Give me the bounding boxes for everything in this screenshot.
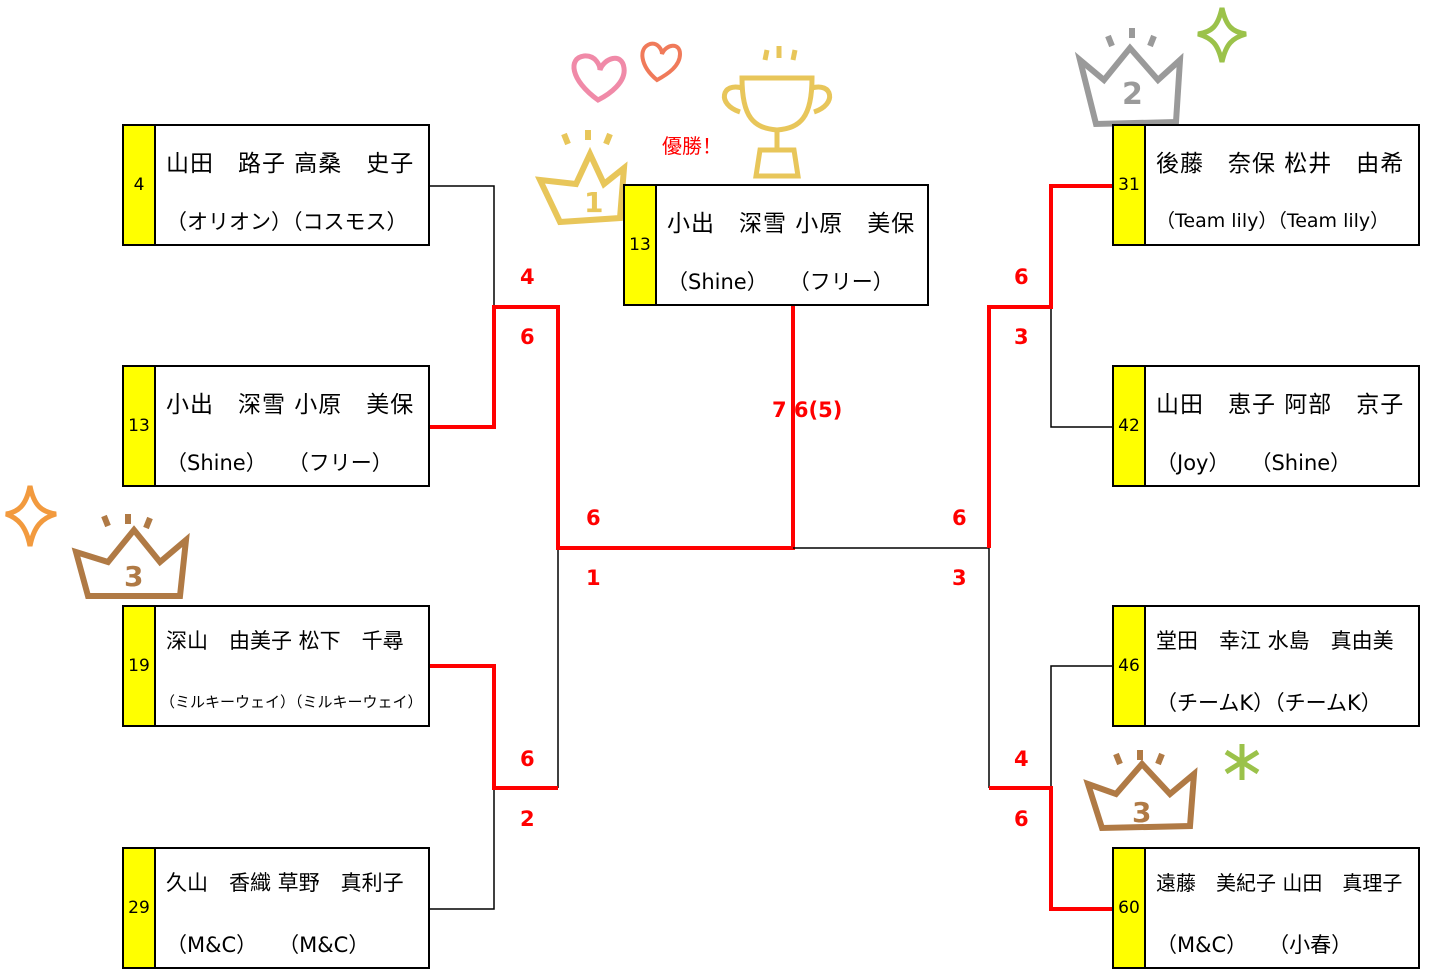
score-sf1-bottom: 1 xyxy=(586,566,601,590)
team-players: 久山 香織 草野 真利子 xyxy=(166,871,404,895)
seed-number: 19 xyxy=(124,607,156,725)
team-players: 遠藤 美紀子 山田 真理子 xyxy=(1156,871,1403,895)
team-clubs: （ミルキーウェイ）（ミルキーウェイ） xyxy=(160,693,423,711)
score-qf3-top: 6 xyxy=(1014,265,1029,289)
score-qf2-top: 6 xyxy=(520,747,535,771)
team-clubs: （Joy） （Shine） xyxy=(1156,451,1352,475)
team-card-4: 4 山田 路子 高桑 史子 （オリオン）（コスモス） xyxy=(122,124,430,246)
team-clubs: （Shine） （フリー） xyxy=(166,451,393,475)
seed-number: 13 xyxy=(124,367,156,485)
seed-number: 60 xyxy=(1114,849,1146,967)
team-players: 後藤 奈保 松井 由希 xyxy=(1156,151,1405,177)
trophy-icon xyxy=(721,46,833,179)
team-card-31: 31 後藤 奈保 松井 由希 （Team lily）（Team lily） xyxy=(1112,124,1420,246)
line-team13 xyxy=(428,305,795,550)
crown-third-icon xyxy=(1083,750,1198,832)
seed-number: 29 xyxy=(124,849,156,967)
score-qf1-bottom: 6 xyxy=(520,325,535,349)
team-players: 山田 恵子 阿部 京子 xyxy=(1156,392,1405,418)
seed-number: 42 xyxy=(1114,367,1146,485)
score-sf2-top: 6 xyxy=(952,506,967,530)
team-players: 小出 深雪 小原 美保 xyxy=(166,392,415,418)
score-qf2-bottom: 2 xyxy=(520,807,535,831)
team-card-46: 46 堂田 幸江 水島 真由美 （チームK）（チームK） xyxy=(1112,605,1420,727)
crown-first-icon xyxy=(534,130,628,226)
seed-number: 31 xyxy=(1114,126,1146,244)
crown-third-number: 3 xyxy=(124,560,143,593)
line-team31 xyxy=(987,184,1114,548)
team-players: 小出 深雪 小原 美保 xyxy=(667,211,916,237)
team-card-19: 19 深山 由美子 松下 千尋 （ミルキーウェイ）（ミルキーウェイ） xyxy=(122,605,430,727)
line-team19 xyxy=(428,664,558,790)
seed-number: 46 xyxy=(1114,607,1146,725)
team-card-29: 29 久山 香織 草野 真利子 （M&C） （M&C） xyxy=(122,847,430,969)
team-clubs: （チームK）（チームK） xyxy=(1156,691,1382,715)
crown-first-number: 1 xyxy=(584,186,603,219)
team-card-60: 60 遠藤 美紀子 山田 真理子 （M&C） （小春） xyxy=(1112,847,1420,969)
line-team46 xyxy=(1050,665,1114,788)
line-team60 xyxy=(989,786,1114,911)
team-clubs: （M&C） （M&C） xyxy=(166,933,370,957)
heart-icon xyxy=(640,41,683,83)
crown-second-number: 2 xyxy=(1122,77,1143,112)
score-sf1-top: 6 xyxy=(586,506,601,530)
score-qf1-top: 4 xyxy=(520,265,535,289)
team-clubs: （Shine） （フリー） xyxy=(667,270,894,294)
crown-second-icon xyxy=(1074,28,1184,128)
score-qf3-bottom: 3 xyxy=(1014,325,1029,349)
score-sf2-bottom: 3 xyxy=(952,566,967,590)
team-players: 深山 由美子 松下 千尋 xyxy=(166,629,404,653)
champion-card: 13 小出 深雪 小原 美保 （Shine） （フリー） xyxy=(623,184,929,306)
champion-caption: 優勝！ xyxy=(662,134,722,158)
score-qf4-top: 4 xyxy=(1014,747,1029,771)
seed-number: 4 xyxy=(124,126,156,244)
crown-third-icon xyxy=(71,514,190,599)
team-players: 山田 路子 高桑 史子 xyxy=(166,151,415,177)
team-players: 堂田 幸江 水島 真由美 xyxy=(1156,629,1394,653)
team-card-42: 42 山田 恵子 阿部 京子 （Joy） （Shine） xyxy=(1112,365,1420,487)
line-team4 xyxy=(428,185,495,307)
team-card-13: 13 小出 深雪 小原 美保 （Shine） （フリー） xyxy=(122,365,430,487)
asterisk-icon xyxy=(1224,744,1260,780)
team-clubs: （M&C） （小春） xyxy=(1156,933,1353,957)
sparkle-icon xyxy=(5,485,57,547)
sparkle-icon xyxy=(1197,7,1247,63)
team-clubs: （オリオン）（コスモス） xyxy=(166,210,408,234)
score-qf4-bottom: 6 xyxy=(1014,807,1029,831)
score-final: 7 6(5) xyxy=(772,398,843,422)
heart-icon xyxy=(571,53,627,103)
crown-third-number: 3 xyxy=(1132,796,1151,829)
team-clubs: （Team lily）（Team lily） xyxy=(1156,210,1390,232)
line-team42 xyxy=(1050,307,1114,428)
seed-number: 13 xyxy=(625,186,657,304)
line-team29 xyxy=(428,788,495,910)
